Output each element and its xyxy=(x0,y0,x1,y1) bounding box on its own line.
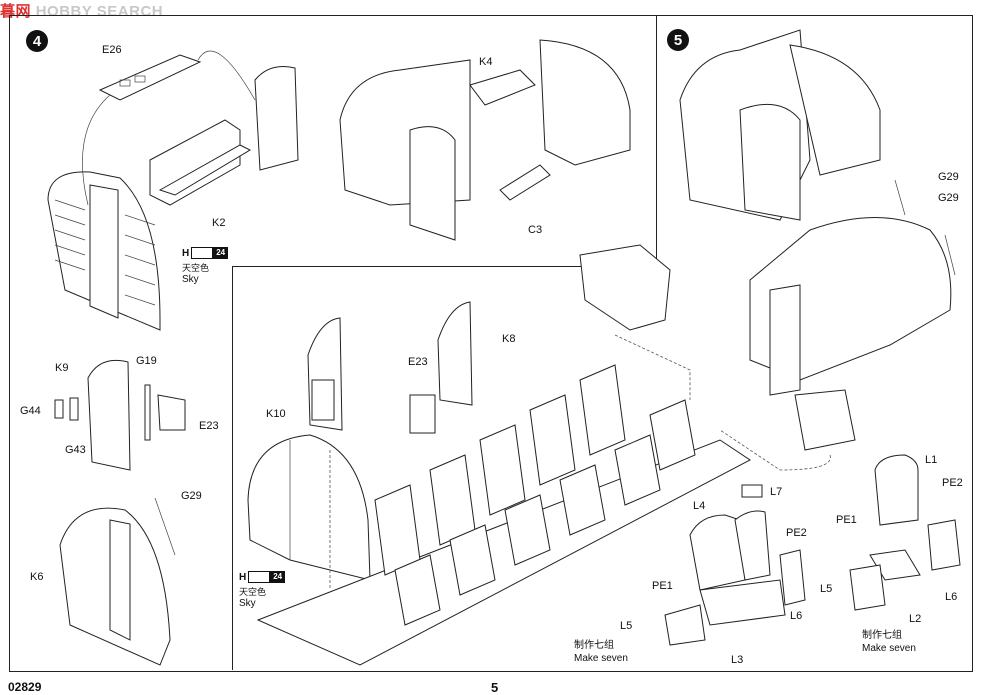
label-g29-step4: G29 xyxy=(181,490,202,502)
step4-badge: 4 xyxy=(26,30,48,52)
label-g29-step5-a: G29 xyxy=(938,171,959,183)
paint-swatch xyxy=(191,247,214,259)
label-k4: K4 xyxy=(479,56,493,68)
part-k6-drawing xyxy=(59,497,176,666)
paint-swatch xyxy=(248,571,271,583)
seat-block-a-drawing xyxy=(579,244,671,331)
step4-inner-divider xyxy=(232,266,656,267)
seat-assembly-left-drawing xyxy=(664,484,806,646)
label-g19: G19 xyxy=(136,355,157,367)
page-number: 5 xyxy=(491,680,499,695)
small-bulkhead-drawing xyxy=(254,66,299,171)
label-l3: L3 xyxy=(731,654,744,666)
product-code: 02829 xyxy=(8,680,42,694)
label-k2: K2 xyxy=(212,217,226,229)
step5-divider-vertical xyxy=(656,15,657,266)
step5-fuselage-drawing xyxy=(679,29,956,276)
label-l5-right: L5 xyxy=(820,583,833,595)
label-l7: L7 xyxy=(770,486,783,498)
label-g43: G43 xyxy=(65,444,86,456)
label-l6-right: L6 xyxy=(945,591,958,603)
label-l6-left: L6 xyxy=(790,610,803,622)
label-g29-step5-b: G29 xyxy=(938,192,959,204)
paint-chip: H 24 xyxy=(239,571,286,583)
seat-block-b-drawing xyxy=(794,389,856,451)
part-k8-drawing xyxy=(307,301,473,434)
note-make-seven-left-cn: 制作七组 xyxy=(574,640,614,651)
label-k6: K6 xyxy=(30,571,44,583)
label-k10: K10 xyxy=(266,408,286,420)
label-pe2-left: PE2 xyxy=(786,527,807,539)
step4-frame xyxy=(9,15,973,672)
paint-callout-step4: H 24 天空色 Sky xyxy=(182,247,229,285)
label-e23-step4: E23 xyxy=(199,420,219,432)
label-l1: L1 xyxy=(925,454,938,466)
label-e23-step5: E23 xyxy=(408,356,428,368)
cockpit-section-drawing xyxy=(749,217,952,396)
label-k8: K8 xyxy=(502,333,516,345)
label-l5-left: L5 xyxy=(620,620,633,632)
floor-seats-drawing xyxy=(256,364,751,666)
label-k9: K9 xyxy=(55,362,69,374)
label-g44: G44 xyxy=(20,405,41,417)
note-make-seven-right-cn: 制作七组 xyxy=(862,630,902,641)
paint-callout-step5: H 24 天空色 Sky xyxy=(239,571,286,609)
label-l2: L2 xyxy=(909,613,922,625)
label-pe1-left: PE1 xyxy=(652,580,673,592)
paint-chip: H 24 xyxy=(182,247,229,259)
label-c3: C3 xyxy=(528,224,543,236)
part-k10-drawing xyxy=(247,434,371,590)
part-e26-drawing xyxy=(98,54,202,101)
step5-divider-left xyxy=(232,266,233,670)
note-make-seven-left-en: Make seven xyxy=(574,653,628,664)
label-pe2-right: PE2 xyxy=(942,477,963,489)
bulkhead-left-drawing xyxy=(47,171,161,331)
label-e26: E26 xyxy=(102,44,122,56)
fuselage-section-drawing xyxy=(339,39,631,241)
note-make-seven-right-en: Make seven xyxy=(862,643,916,654)
seat-assembly-right-drawing xyxy=(849,454,961,611)
part-k9-drawing xyxy=(54,359,186,471)
label-pe1-right: PE1 xyxy=(836,514,857,526)
part-k2-drawing xyxy=(149,119,252,206)
step5-badge: 5 xyxy=(667,29,689,51)
label-l4: L4 xyxy=(693,500,706,512)
